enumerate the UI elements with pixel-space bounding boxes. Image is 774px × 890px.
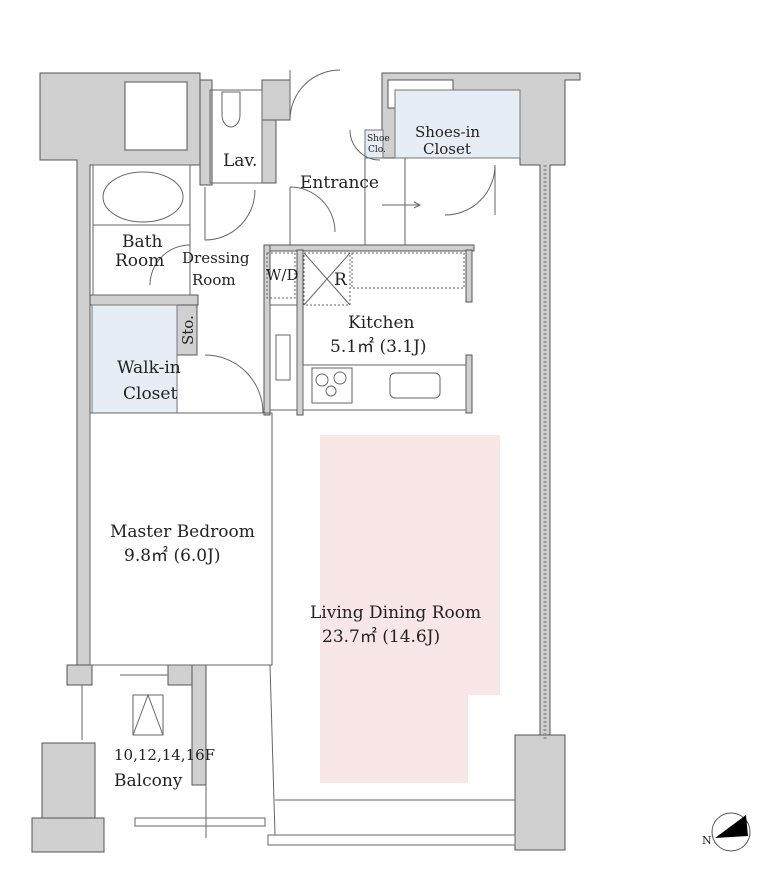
washer-dryer — [266, 252, 296, 299]
toilet-icon — [221, 91, 241, 128]
label-walkin-1: Walk-in — [117, 358, 181, 378]
refrigerator — [303, 252, 351, 306]
sink-icon — [389, 372, 441, 399]
label-bath-2: Room — [115, 251, 164, 271]
lav-door — [204, 187, 256, 241]
label-lav: Lav. — [223, 151, 257, 171]
label-dressing-1: Dressing — [182, 249, 250, 267]
fixtures — [81, 69, 547, 846]
kitchen-counter — [302, 364, 467, 411]
front-door — [289, 69, 341, 121]
window-box-left — [124, 81, 188, 151]
lav-room — [209, 89, 263, 184]
entrance-door — [289, 186, 336, 245]
shoe-door — [349, 129, 381, 161]
walls — [31, 72, 581, 853]
label-balcony: Balcony — [114, 771, 183, 791]
label-shoes-in-2: Closet — [423, 140, 471, 158]
label-fridge: R — [334, 270, 348, 290]
bath-door — [149, 244, 191, 286]
compass-icon: N — [702, 812, 751, 852]
shoes-in-closet — [394, 89, 521, 159]
label-shoes-in-1: Shoes-in — [415, 123, 480, 141]
label-kitchen: Kitchen — [348, 313, 414, 333]
label-shoe-clo-1: Shoe — [367, 134, 390, 144]
label-bedroom-area: 9.8㎡ (6.0J) — [124, 546, 221, 566]
room-labels: Lav. Entrance Shoe Clo. Shoes-in Closet … — [110, 123, 481, 791]
label-ldr: Living Dining Room — [310, 603, 481, 623]
label-sto: Sto. — [179, 315, 197, 345]
compass-north-label: N — [702, 834, 712, 847]
walk-in-closet — [91, 304, 178, 414]
label-bedroom: Master Bedroom — [110, 522, 255, 542]
dressing-door — [204, 354, 264, 414]
label-floors: 10,12,14,16F — [114, 746, 215, 764]
living-dining-area — [320, 435, 500, 783]
hatch-icon — [132, 694, 164, 736]
stove-icon — [311, 367, 353, 404]
bathtub-icon — [102, 171, 184, 223]
label-ldr-area: 23.7㎡ (14.6J) — [322, 627, 440, 647]
label-bath-1: Bath — [122, 232, 162, 252]
closet-door — [444, 164, 496, 216]
label-wd: W/D — [266, 266, 299, 284]
label-kitchen-area: 5.1㎡ (3.1J) — [330, 337, 427, 357]
bath-room — [92, 164, 191, 296]
label-walkin-2: Closet — [123, 384, 177, 404]
shoe-closet — [364, 129, 384, 159]
label-dressing-2: Room — [192, 271, 236, 289]
label-entrance: Entrance — [300, 173, 379, 193]
label-shoe-clo-2: Clo. — [368, 145, 386, 155]
